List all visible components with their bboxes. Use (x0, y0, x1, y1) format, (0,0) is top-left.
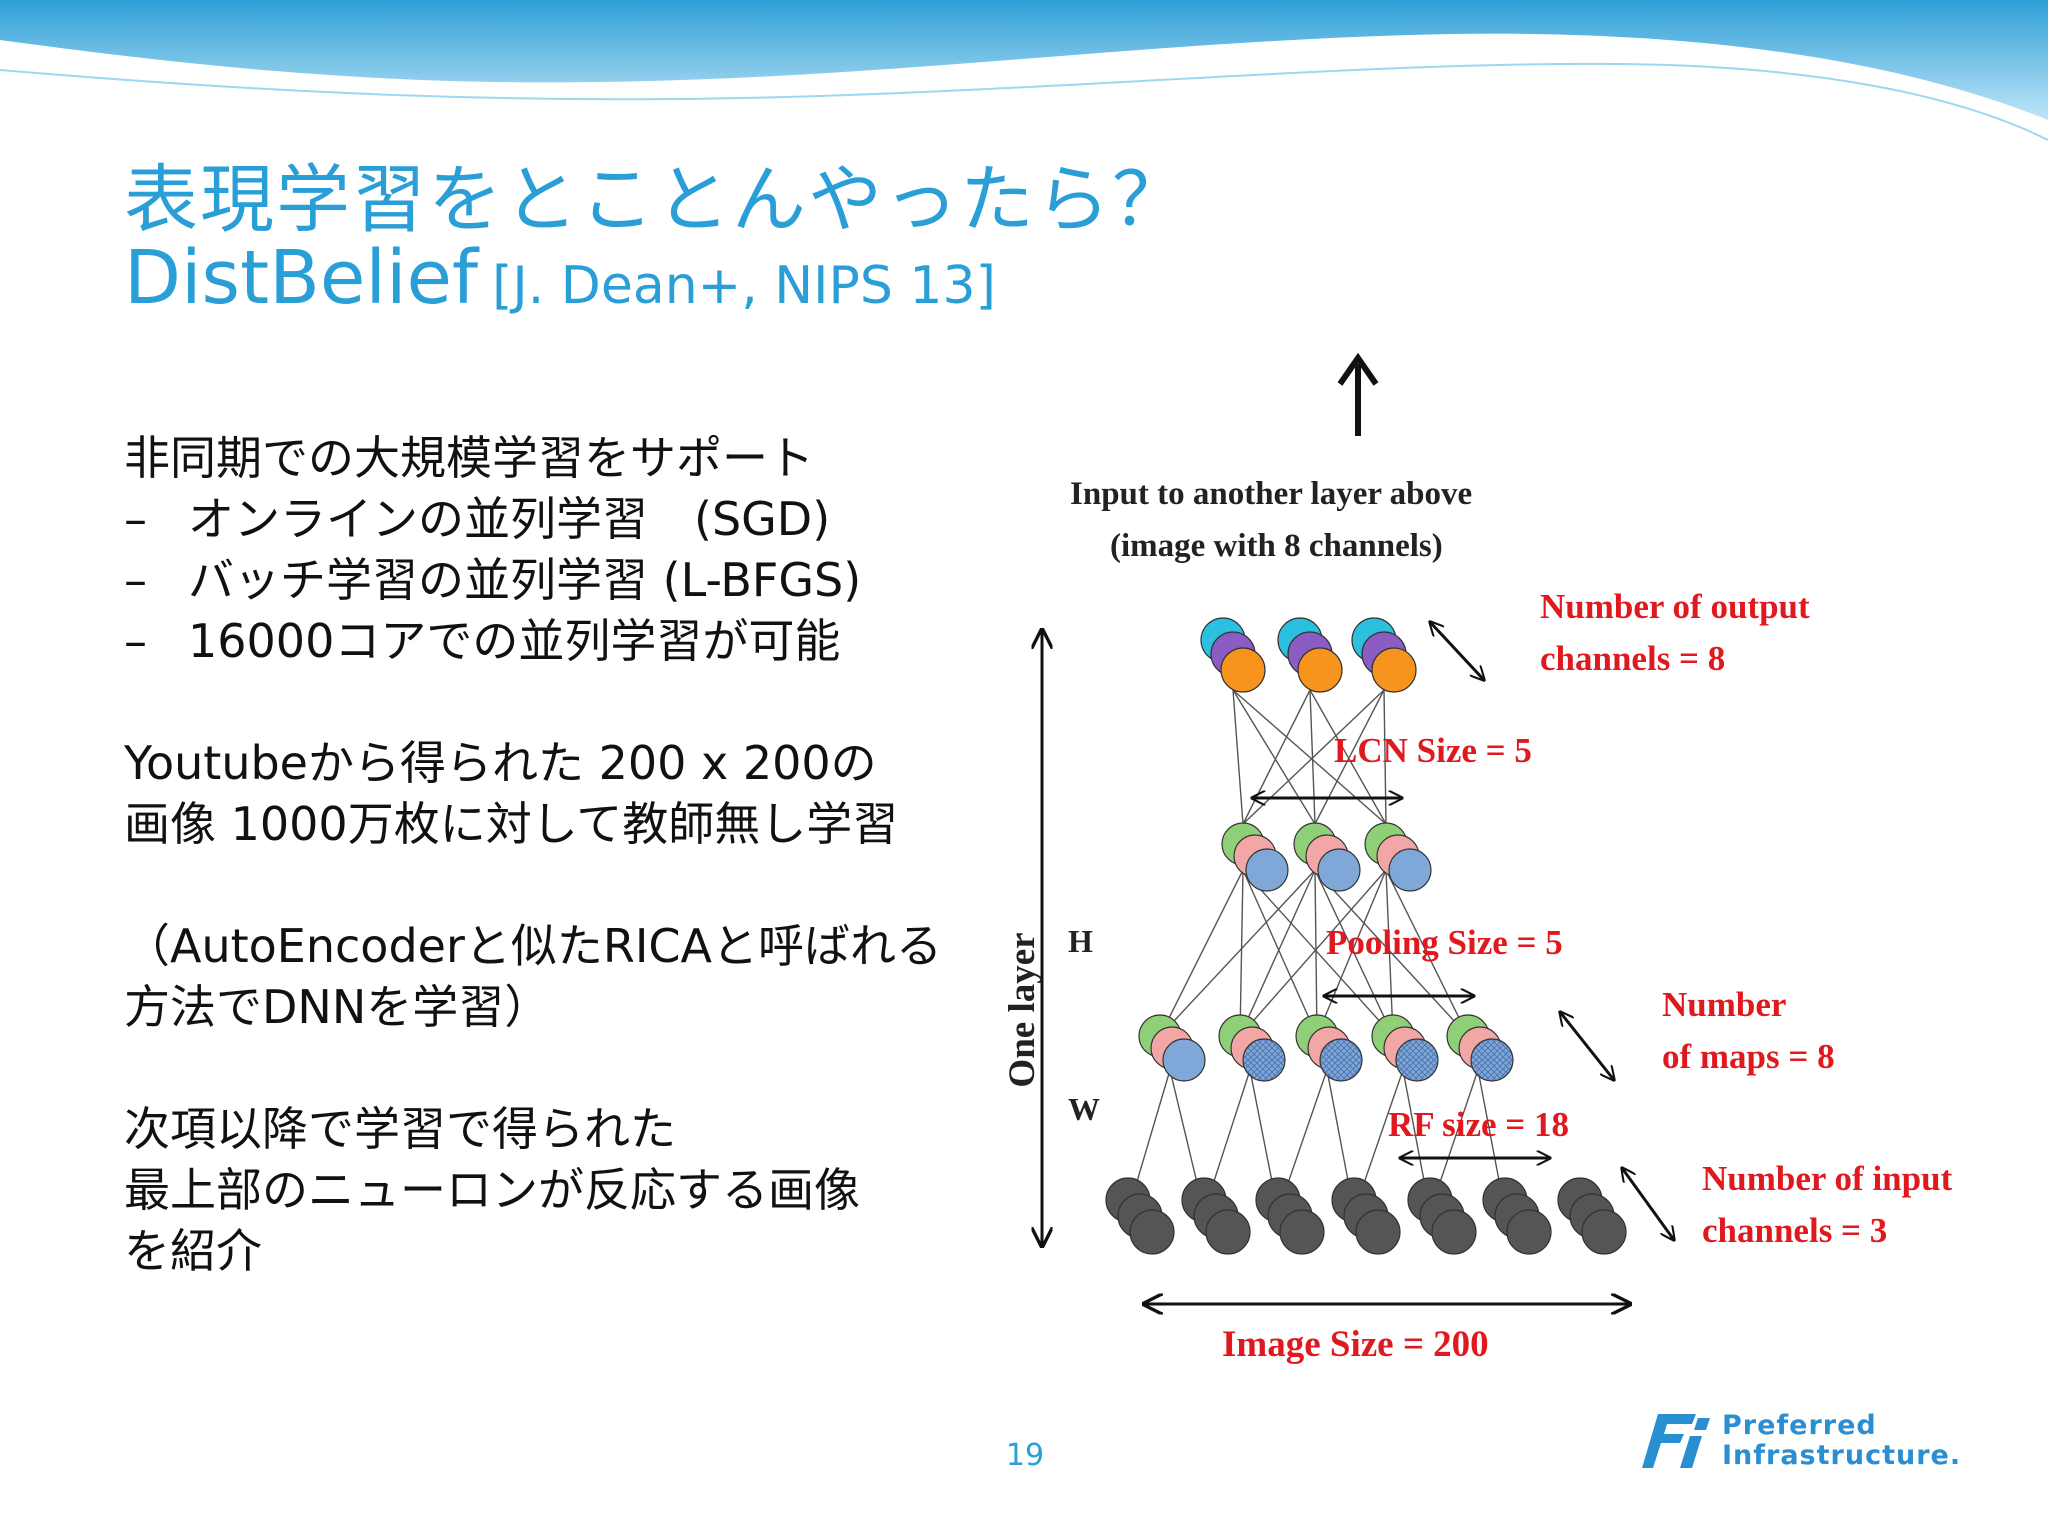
connection-line (1242, 869, 1318, 1037)
connection-line (1385, 869, 1469, 1037)
output-channels-line2: channels = 8 (1540, 639, 1725, 678)
maps-label-line1: Number (1662, 985, 1786, 1024)
paragraph-line: 次項以降で学習で得られた (124, 1102, 676, 1156)
company-logo: Preferred Infrastructure. (1640, 1408, 1970, 1472)
bullet-item: –バッチ学習の並列学習 (L-BFGS) (124, 550, 984, 611)
bullet-text: オンラインの並列学習 (SGD) (188, 492, 831, 546)
connection-line (1239, 869, 1244, 1037)
pooling-neuron (1319, 1038, 1363, 1082)
bullet-item: –オンラインの並列学習 (SGD) (124, 489, 984, 550)
paragraph-line: 最上部のニューロンが反応する画像 (124, 1163, 860, 1217)
input-neuron (1205, 1209, 1251, 1255)
input-neuron (1431, 1209, 1477, 1255)
connection-line (1242, 869, 1394, 1037)
paragraph-line: （AutoEncoderと似たRICAと呼ばれる (124, 919, 942, 973)
output-neuron (1371, 647, 1417, 693)
paragraph-line: 方法でDNNを学習） (124, 980, 551, 1034)
input-neuron (1355, 1209, 1401, 1255)
body-text: 非同期での大規模学習をサポート –オンラインの並列学習 (SGD) –バッチ学習… (124, 428, 984, 1282)
output-neuron (1220, 647, 1266, 693)
body-heading: 非同期での大規模学習をサポート (124, 431, 814, 485)
pooling-neuron (1162, 1038, 1206, 1082)
header-wave-decoration (0, 0, 2048, 141)
logo-text-line1: Preferred (1722, 1410, 1877, 1441)
input-neuron (1581, 1209, 1627, 1255)
output-channels-line1: Number of output (1540, 587, 1810, 626)
connection-line (1239, 869, 1387, 1037)
image-size-label: Image Size = 200 (1222, 1324, 1489, 1365)
bullet-dash: – (124, 492, 147, 546)
bullet-text: バッチ学習の並列学習 (L-BFGS) (188, 553, 862, 607)
pooling-size-label: Pooling Size = 5 (1326, 923, 1563, 962)
input-channels-line2: channels = 3 (1702, 1211, 1887, 1250)
rf-size-label: RF size = 18 (1388, 1105, 1569, 1144)
connection-line (1316, 869, 1387, 1037)
lcn-neuron (1388, 848, 1432, 892)
connection-line (1314, 869, 1318, 1037)
slide-subtitle: DistBelief[J. Dean+, NIPS 13] (124, 235, 996, 321)
page-number: 19 (1005, 1438, 1045, 1473)
paragraph-line: を紹介 (124, 1224, 262, 1278)
input-neuron (1279, 1209, 1325, 1255)
connection-line (1159, 869, 1244, 1037)
lcn-size-label: LCN Size = 5 (1334, 731, 1532, 770)
lcn-neuron (1245, 848, 1289, 892)
input-neuron (1506, 1209, 1552, 1255)
pooling-neuron (1395, 1038, 1439, 1082)
paragraph-line: 画像 1000万枚に対して教師無し学習 (124, 797, 899, 851)
lcn-neuron (1317, 848, 1361, 892)
connection-line (1242, 689, 1311, 825)
pooling-neuron (1242, 1038, 1286, 1082)
subtitle-name: DistBelief (124, 235, 479, 321)
bullet-dash: – (124, 553, 147, 607)
input-label-line1: Input to another layer above (1070, 476, 1472, 512)
h-label: H (1068, 923, 1093, 959)
maps-label-line2: of maps = 8 (1662, 1037, 1835, 1076)
connection-line (1239, 869, 1316, 1037)
connection-line (1385, 869, 1394, 1037)
connection-line (1314, 869, 1394, 1037)
input-label-line2: (image with 8 channels) (1110, 528, 1443, 564)
connection-line (1159, 869, 1316, 1037)
subtitle-citation: [J. Dean+, NIPS 13] (492, 256, 996, 316)
connection-line (1232, 689, 1244, 825)
logo-text-line2: Infrastructure. (1722, 1440, 1962, 1471)
bullet-text: 16000コアでの並列学習が可能 (188, 614, 841, 668)
network-diagram: Input to another layer above (image with… (1002, 352, 1953, 1365)
input-channels-line1: Number of input (1702, 1159, 1953, 1198)
pooling-neuron (1470, 1038, 1514, 1082)
bullet-item: –16000コアでの並列学習が可能 (124, 611, 984, 672)
connection-line (1232, 689, 1316, 825)
slide-title: 表現学習をとことんやったら？ (124, 157, 1188, 243)
bullet-dash: – (124, 614, 147, 668)
input-neuron (1129, 1209, 1175, 1255)
output-neuron (1297, 647, 1343, 693)
one-layer-label: One layer (1002, 932, 1043, 1087)
w-label: W (1068, 1091, 1100, 1127)
pfi-logo-icon (1642, 1414, 1710, 1468)
connection-line (1314, 869, 1469, 1037)
paragraph-line: Youtubeから得られた 200 x 200の (124, 736, 877, 790)
